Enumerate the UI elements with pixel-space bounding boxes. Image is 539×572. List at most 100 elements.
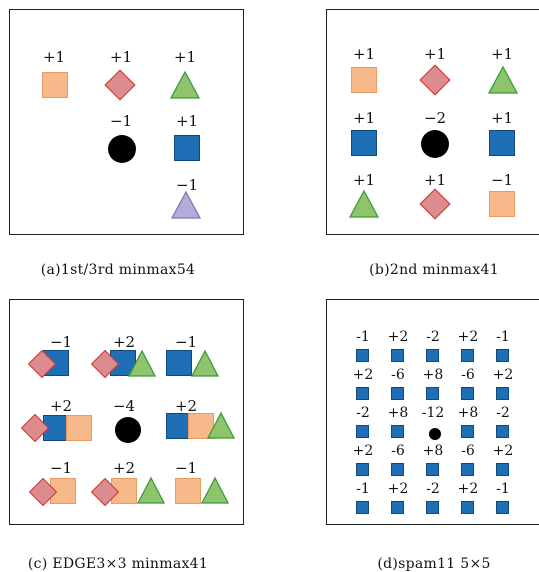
weight-label: +1 — [352, 45, 376, 63]
caption-d: (d)spam11 5×5 — [377, 556, 491, 572]
green-triangle-icon — [348, 189, 380, 218]
weight-label: -1 — [356, 481, 370, 497]
weight-label: -2 — [426, 329, 440, 345]
weight-label: +8 — [457, 405, 479, 421]
blue-square-icon — [426, 387, 439, 400]
weight-label: -6 — [391, 443, 405, 459]
panel-c-edge3x3: −1 +2 −1 +2 −4 +2 −1 +2 −1 — [9, 299, 244, 525]
weight-label: +1 — [173, 48, 197, 66]
weight-label: +2 — [49, 397, 73, 415]
weight-label: −1 — [490, 171, 514, 189]
weight-label: -6 — [461, 443, 475, 459]
blue-square-icon — [496, 387, 509, 400]
red-diamond-icon — [419, 188, 451, 220]
blue-square-icon — [461, 387, 474, 400]
weight-label: +1 — [352, 171, 376, 189]
green-triangle-icon — [487, 65, 519, 94]
red-diamond-icon — [104, 69, 136, 101]
blue-square-icon — [496, 501, 509, 514]
blue-square-icon — [356, 463, 369, 476]
green-triangle-icon — [190, 349, 220, 377]
weight-label: +1 — [423, 171, 447, 189]
caption-a: (a)1st/3rd minmax54 — [40, 262, 196, 278]
weight-label: +8 — [387, 405, 409, 421]
weight-label: -6 — [391, 367, 405, 383]
weight-label: +8 — [422, 443, 444, 459]
orange-square-icon — [66, 415, 92, 441]
blue-square-icon — [489, 130, 515, 156]
purple-triangle-icon — [170, 190, 202, 219]
weight-label: -2 — [356, 405, 370, 421]
green-triangle-icon — [136, 476, 166, 504]
weight-label: +8 — [422, 367, 444, 383]
weight-label: -1 — [496, 481, 510, 497]
weight-label: -12 — [421, 405, 445, 421]
weight-label: -1 — [356, 329, 370, 345]
green-triangle-icon — [206, 411, 236, 439]
weight-label: +1 — [42, 48, 66, 66]
weight-label: +2 — [387, 481, 409, 497]
weight-label: −1 — [109, 112, 133, 130]
blue-square-icon — [356, 387, 369, 400]
weight-label: -1 — [496, 329, 510, 345]
center-dot-icon — [108, 135, 136, 163]
center-dot-icon — [429, 428, 441, 440]
blue-square-icon — [356, 425, 369, 438]
weight-label: −4 — [112, 397, 136, 415]
orange-square-icon — [351, 67, 377, 93]
panel-a-1st-3rd: +1 +1 +1 −1 +1 −1 — [9, 9, 244, 235]
blue-square-icon — [461, 349, 474, 362]
weight-label: −1 — [174, 459, 198, 477]
blue-square-icon — [426, 463, 439, 476]
weight-label: −1 — [49, 333, 73, 351]
blue-square-icon — [166, 350, 192, 376]
panel-b-2nd: +1 +1 +1 +1 −2 +1 +1 +1 −1 — [326, 9, 539, 235]
weight-label: -2 — [496, 405, 510, 421]
weight-label: −2 — [423, 109, 447, 127]
weight-label: -6 — [461, 367, 475, 383]
center-dot-icon — [115, 417, 141, 443]
caption-b: (b)2nd minmax41 — [369, 262, 499, 278]
blue-square-icon — [461, 425, 474, 438]
green-triangle-icon — [200, 476, 230, 504]
weight-label: −1 — [175, 176, 199, 194]
blue-square-icon — [496, 425, 509, 438]
weight-label: +1 — [175, 112, 199, 130]
blue-square-icon — [391, 349, 404, 362]
blue-square-icon — [391, 387, 404, 400]
weight-label: +2 — [457, 481, 479, 497]
blue-square-icon — [391, 425, 404, 438]
green-triangle-icon — [169, 70, 201, 99]
orange-square-icon — [175, 478, 201, 504]
weight-label: −1 — [49, 459, 73, 477]
weight-label: +1 — [490, 45, 514, 63]
weight-label: +2 — [112, 333, 136, 351]
blue-square-icon — [426, 349, 439, 362]
caption-c: (c) EDGE3×3 minmax41 — [27, 556, 209, 572]
orange-square-icon — [489, 191, 515, 217]
center-dot-icon — [421, 130, 449, 158]
blue-square-icon — [174, 135, 200, 161]
blue-square-icon — [461, 463, 474, 476]
weight-label: +2 — [352, 443, 374, 459]
weight-label: +2 — [387, 329, 409, 345]
weight-label: +1 — [423, 45, 447, 63]
blue-square-icon — [496, 463, 509, 476]
blue-square-icon — [351, 130, 377, 156]
panel-d-spam11: -1+2-2+2-1+2-6+8-6+2-2+8-12+8-2+2-6+8-6+… — [326, 299, 539, 525]
blue-square-icon — [461, 501, 474, 514]
weight-label: +2 — [174, 397, 198, 415]
weight-label: −1 — [174, 333, 198, 351]
blue-square-icon — [496, 349, 509, 362]
weight-label: +2 — [112, 459, 136, 477]
red-diamond-icon — [419, 64, 451, 96]
blue-square-icon — [391, 463, 404, 476]
weight-label: -2 — [426, 481, 440, 497]
blue-square-icon — [356, 349, 369, 362]
weight-label: +2 — [492, 443, 514, 459]
weight-label: +1 — [490, 109, 514, 127]
weight-label: +1 — [352, 109, 376, 127]
weight-label: +1 — [109, 48, 133, 66]
blue-square-icon — [356, 501, 369, 514]
blue-square-icon — [426, 501, 439, 514]
